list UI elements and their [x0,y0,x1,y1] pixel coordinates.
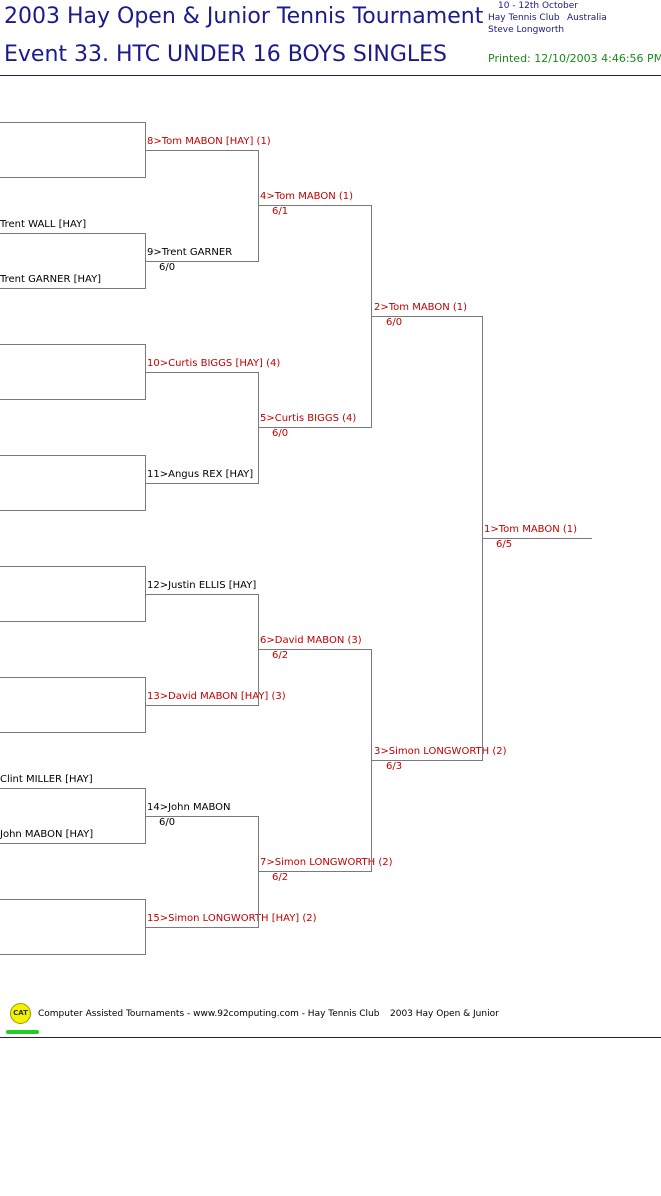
match-line [259,871,372,872]
player-name: John MABON [HAY] [0,829,94,840]
match-score: 6/0 [159,262,176,273]
player-line [0,843,146,844]
match-line [146,705,259,706]
champion-label: 1>Tom MABON (1) [484,524,578,535]
match-line [372,760,483,761]
match-score: 6/1 [272,206,289,217]
header-divider [0,75,661,76]
player-line [0,566,146,567]
player-name: Trent GARNER [HAY] [0,274,102,285]
tournament-dates: 10 - 12th October [498,1,578,11]
player-line [0,233,146,234]
bracket-connector [145,677,146,733]
player-line [0,677,146,678]
bracket-connector [258,150,259,262]
match-line [259,205,372,206]
player-line [0,899,146,900]
match-winner-label: 6>David MABON (3) [260,635,362,646]
match-winner-label: 11>Angus REX [HAY] [147,469,254,480]
match-winner-label: 3>Simon LONGWORTH (2) [374,746,507,757]
bracket-connector [371,205,372,428]
match-winner-label: 5>Curtis BIGGS (4) [260,413,357,424]
bracket-connector [145,344,146,400]
bracket-connector [145,788,146,844]
match-winner-label: 15>Simon LONGWORTH [HAY] (2) [147,913,317,924]
match-line [146,483,259,484]
match-winner-label: 13>David MABON [HAY] (3) [147,691,286,702]
bracket-connector [482,316,483,761]
player-name: Clint MILLER [HAY] [0,774,93,785]
player-line [0,122,146,123]
player-line [0,288,146,289]
cat-logo: CAT [10,1003,31,1024]
player-line [0,788,146,789]
footer-divider [0,1037,661,1038]
cat-logo-underline [6,1030,39,1034]
match-winner-label: 4>Tom MABON (1) [260,191,354,202]
country-name: Australia [567,13,607,23]
match-winner-label: 7>Simon LONGWORTH (2) [260,857,393,868]
bracket-connector [258,816,259,928]
match-line [146,816,259,817]
match-line [146,150,259,151]
bracket-connector [145,899,146,955]
match-score: 6/2 [272,650,289,661]
bracket-connector [258,594,259,706]
match-winner-label: 12>Justin ELLIS [HAY] [147,580,257,591]
bracket-connector [145,455,146,511]
final-score: 6/5 [496,539,513,550]
organizer-name: Steve Longworth [488,25,565,35]
player-line [0,954,146,955]
match-score: 6/0 [272,428,289,439]
player-name: Trent WALL [HAY] [0,219,87,230]
match-line [259,649,372,650]
match-winner-label: 9>Trent GARNER [147,247,233,258]
match-line [372,316,483,317]
player-line [0,732,146,733]
match-winner-label: 8>Tom MABON [HAY] (1) [147,136,271,147]
match-score: 6/0 [159,817,176,828]
bracket-connector [145,566,146,622]
footer-event: 2003 Hay Open & Junior [390,1009,499,1019]
bracket-connector [258,372,259,484]
player-line [0,455,146,456]
player-line [0,399,146,400]
match-score: 6/2 [272,872,289,883]
match-winner-label: 10>Curtis BIGGS [HAY] (4) [147,358,281,369]
printed-timestamp: Printed: 12/10/2003 4:46:56 PM [488,52,661,65]
match-score: 6/0 [386,317,403,328]
final-line [483,538,592,539]
event-title: Event 33. HTC UNDER 16 BOYS SINGLES [4,42,448,67]
tournament-title: 2003 Hay Open & Junior Tennis Tournament [4,4,484,29]
match-line [259,427,372,428]
footer-credit: Computer Assisted Tournaments - www.92co… [38,1009,380,1019]
bracket-connector [145,122,146,178]
bracket-connector [371,649,372,872]
player-line [0,510,146,511]
player-line [0,177,146,178]
bracket-connector [145,233,146,289]
match-line [146,372,259,373]
match-line [146,927,259,928]
match-winner-label: 2>Tom MABON (1) [374,302,468,313]
match-winner-label: 14>John MABON [147,802,231,813]
match-line [146,594,259,595]
player-line [0,344,146,345]
player-line [0,621,146,622]
match-line [146,261,259,262]
club-name: Hay Tennis Club [488,13,560,23]
match-score: 6/3 [386,761,403,772]
